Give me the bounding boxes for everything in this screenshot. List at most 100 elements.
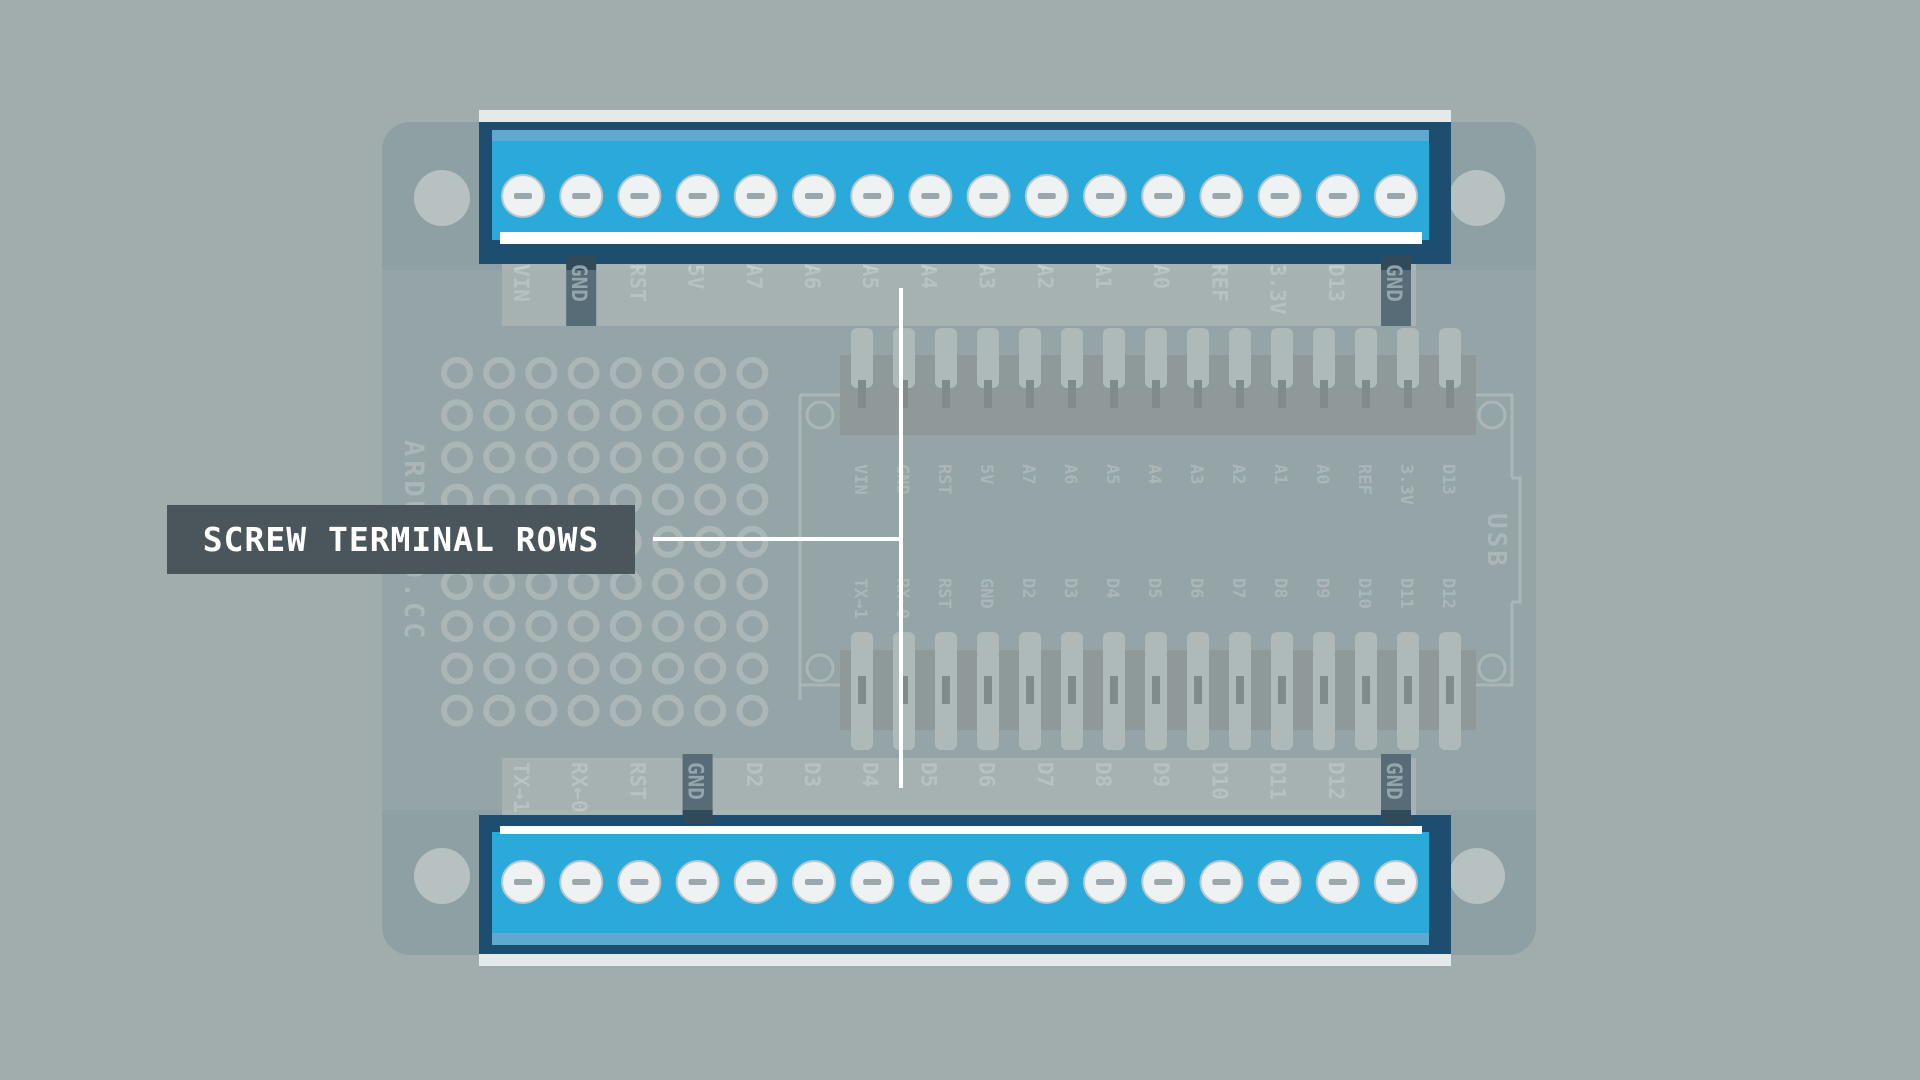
- screw-slot: [514, 193, 532, 199]
- screw-slot: [1387, 879, 1405, 885]
- proto-hole: [483, 652, 516, 685]
- pin-slot: [942, 676, 950, 704]
- terminal-pin-label: RST: [625, 762, 649, 800]
- proto-hole: [652, 525, 684, 558]
- pin-slot: [900, 380, 908, 408]
- terminal-pin-label: VIN: [509, 264, 533, 302]
- terminal-pin-label: TX→1: [509, 762, 533, 813]
- proto-hole: [525, 399, 558, 432]
- proto-hole: [736, 357, 769, 389]
- header-pin-label: TX→1: [850, 578, 870, 619]
- header-pin-label: A2: [1228, 464, 1248, 484]
- screw-slot: [1270, 193, 1289, 199]
- proto-hole: [525, 441, 558, 474]
- proto-hole: [567, 357, 600, 389]
- gnd-label-bg: [566, 256, 597, 326]
- proto-hole: [652, 652, 684, 685]
- pin-slot: [1110, 676, 1118, 704]
- top-label-strip: [502, 262, 1416, 326]
- proto-hole: [736, 694, 769, 727]
- proto-hole: [652, 568, 684, 600]
- screw-slot: [863, 879, 882, 885]
- terminal-pin-label: GND: [567, 264, 591, 302]
- header-pin-label: REF: [1354, 464, 1374, 495]
- terminal-pin-label: D10: [1207, 762, 1231, 800]
- screw-slot: [1387, 193, 1405, 199]
- screw-slot: [1037, 879, 1056, 885]
- header-pin: [1103, 328, 1125, 388]
- pin-slot: [1068, 380, 1076, 408]
- proto-hole: [567, 399, 600, 432]
- proto-hole: [609, 399, 642, 432]
- proto-hole: [609, 694, 642, 727]
- header-pin: [1397, 328, 1419, 388]
- pin-slot: [1404, 676, 1412, 704]
- header-pin: [1061, 328, 1083, 388]
- header-pin-label: A6: [1060, 464, 1080, 484]
- screw-terminal-rows-callout: SCREW TERMINAL ROWS: [167, 505, 635, 574]
- proto-hole: [652, 610, 684, 643]
- proto-hole: [525, 652, 558, 685]
- pin-slot: [1236, 380, 1244, 408]
- proto-hole: [441, 441, 473, 474]
- bottom-screw-terminal: [479, 815, 1451, 966]
- screw-slot: [1154, 193, 1173, 199]
- proto-hole: [694, 694, 727, 727]
- header-pin-label: RST: [934, 578, 954, 609]
- screw-slot: [863, 193, 882, 199]
- pin-slot: [1236, 676, 1244, 704]
- screw-slot: [1212, 193, 1231, 199]
- terminal-pin-label: REF: [1207, 264, 1231, 302]
- terminal-pin-label: D11: [1266, 762, 1290, 800]
- proto-hole: [525, 357, 558, 389]
- proto-hole: [652, 483, 684, 516]
- terminal-pin-label: D8: [1091, 762, 1115, 787]
- header-pin-label: A3: [1186, 464, 1206, 484]
- screw-slot: [688, 879, 707, 885]
- proto-hole: [694, 652, 727, 685]
- terminal-pin-label: 5V: [684, 264, 708, 290]
- header-pin-label: D3: [1060, 578, 1080, 598]
- top-screw-terminal: [479, 110, 1451, 264]
- terminal-pin-label: D4: [858, 762, 882, 787]
- header-pin: [977, 328, 999, 388]
- terminal-pin-label: RST: [625, 264, 649, 302]
- proto-hole: [483, 357, 516, 389]
- terminal-pin-label: A5: [858, 264, 882, 289]
- terminal-pin-label: D2: [742, 762, 766, 787]
- terminal-pin-label: D12: [1324, 762, 1348, 800]
- mounting-hole: [414, 170, 470, 226]
- screw-slot: [514, 879, 532, 885]
- header-pin: [893, 328, 915, 388]
- screw-slot: [572, 879, 591, 885]
- proto-hole: [483, 399, 516, 432]
- gnd-label-bg: [1381, 256, 1411, 326]
- terminal-pin-label: 3.3V: [1266, 264, 1290, 315]
- header-pin-label: A0: [1312, 464, 1332, 484]
- screw-slot: [1037, 193, 1056, 199]
- proto-hole: [441, 694, 473, 727]
- proto-hole: [652, 694, 684, 727]
- header-pin-label: D7: [1228, 578, 1248, 598]
- terminal-pin-label: GND: [1382, 762, 1406, 800]
- terminal-pin-label: D5: [916, 762, 940, 787]
- proto-hole: [694, 525, 727, 558]
- pin-slot: [1194, 380, 1202, 408]
- header-pin-label: D13: [1438, 464, 1458, 495]
- proto-hole: [567, 610, 600, 643]
- pin-slot: [1026, 380, 1034, 408]
- header-pin: [1145, 328, 1167, 388]
- proto-hole: [483, 441, 516, 474]
- usb-label: USB: [1481, 513, 1511, 569]
- screw-slot: [630, 879, 649, 885]
- proto-hole: [694, 399, 727, 432]
- header-pin-label: D8: [1270, 578, 1290, 598]
- screw-slot: [1096, 193, 1114, 199]
- pin-slot: [1278, 380, 1286, 408]
- pin-slot: [984, 380, 992, 408]
- proto-hole: [694, 483, 727, 516]
- proto-hole: [736, 610, 769, 643]
- terminal-pin-label: A4: [916, 264, 940, 289]
